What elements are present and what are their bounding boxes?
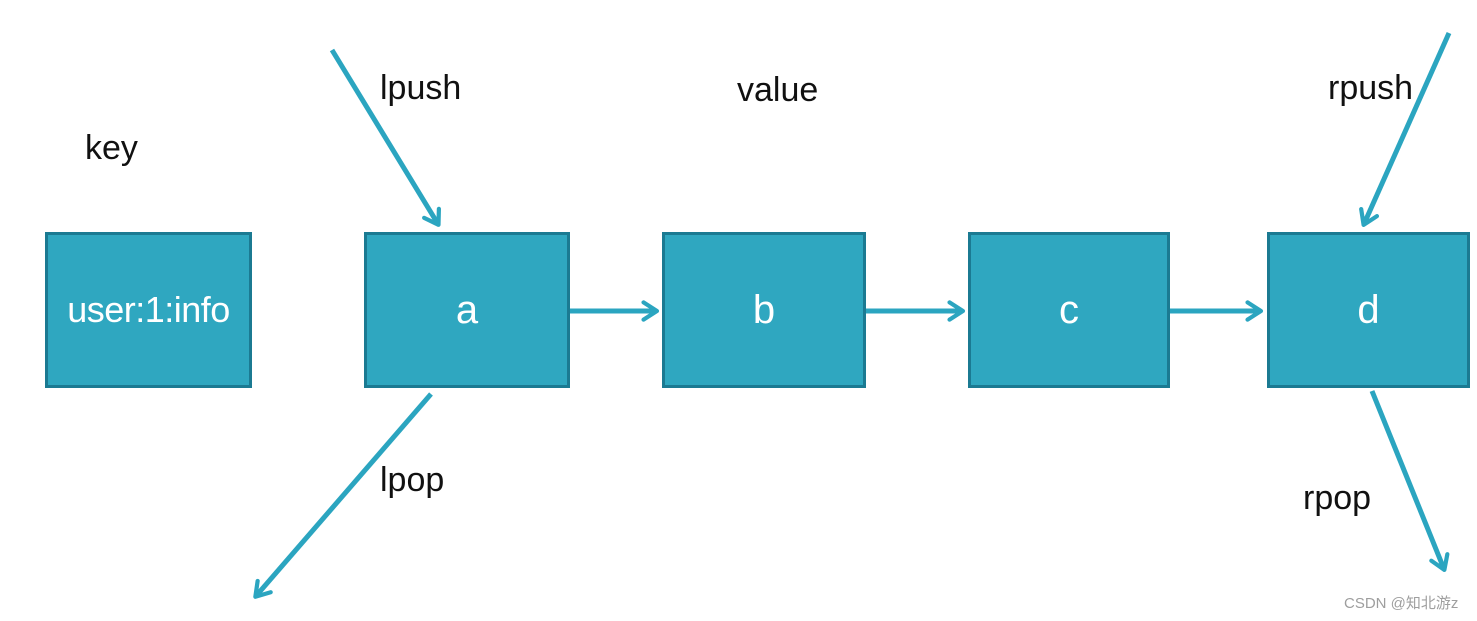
rpush-arrow bbox=[1359, 31, 1452, 227]
rpush-label: rpush bbox=[1328, 69, 1414, 107]
list-node-label: d bbox=[1357, 288, 1380, 332]
list-node-label: b bbox=[752, 288, 776, 332]
list-node-label: c bbox=[1059, 288, 1079, 332]
lpush-label: lpush bbox=[380, 69, 462, 107]
watermark-text: CSDN @知北游z bbox=[1344, 595, 1459, 612]
rpop-label: rpop bbox=[1303, 479, 1372, 517]
list-node-b: b bbox=[662, 232, 866, 388]
list-node-c: c bbox=[968, 232, 1170, 388]
key-label: key bbox=[85, 129, 138, 167]
rpop-arrow bbox=[1369, 390, 1450, 572]
list-node-label: a bbox=[455, 288, 479, 332]
list-node-d: d bbox=[1267, 232, 1470, 388]
value-label: value bbox=[737, 71, 819, 109]
key-box: user:1:info bbox=[45, 232, 252, 388]
key-box-text: user:1:info bbox=[67, 289, 230, 330]
list-node-a: a bbox=[364, 232, 570, 388]
lpop-label: lpop bbox=[380, 461, 445, 499]
